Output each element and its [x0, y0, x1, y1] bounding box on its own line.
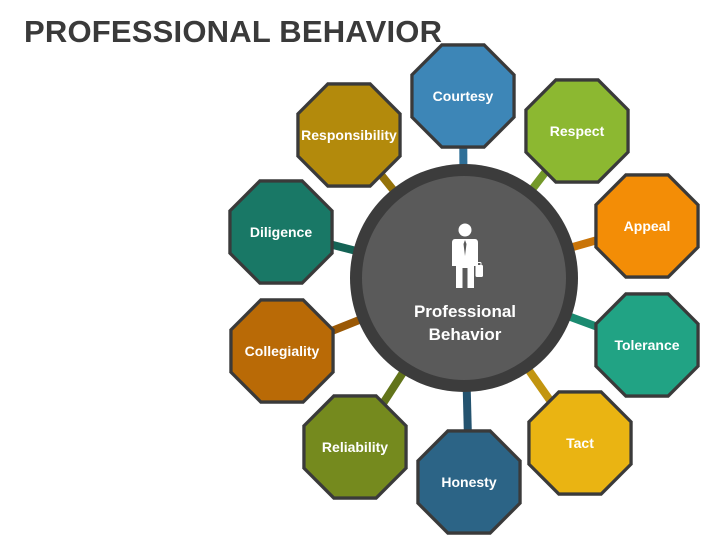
connector-tact — [524, 365, 554, 404]
node-reliability: Reliability — [302, 394, 408, 500]
node-fill — [231, 182, 331, 282]
node-collegiality: Collegiality — [229, 298, 335, 404]
connector-honesty — [462, 387, 472, 432]
hub: Professional Behavior — [350, 164, 578, 392]
connector-collegiality — [327, 315, 364, 336]
node-honesty: Honesty — [416, 429, 522, 535]
hub-label-line1: Professional — [414, 302, 516, 321]
hub-inner-circle — [362, 176, 566, 380]
node-fill — [597, 176, 697, 276]
slide-title: PROFESSIONAL BEHAVIOR — [24, 14, 443, 49]
node-fill — [530, 393, 630, 493]
node-responsibility: Responsibility — [296, 82, 402, 188]
node-respect: Respect — [524, 78, 630, 184]
connector-diligence — [329, 240, 359, 256]
node-tact: Tact — [527, 390, 633, 496]
node-label: Reliability — [322, 439, 388, 455]
node-label: Respect — [550, 123, 605, 139]
node-fill — [305, 397, 405, 497]
node-fill — [527, 81, 627, 181]
node-label: Courtesy — [433, 88, 494, 104]
node-label: Collegiality — [245, 343, 320, 359]
node-tolerance: Tolerance — [594, 292, 700, 398]
node-label: Tolerance — [614, 337, 679, 353]
node-courtesy: Courtesy — [410, 43, 516, 149]
nodes: CourtesyRespectAppealToleranceTactHonest… — [228, 43, 700, 535]
connector-respect — [527, 168, 550, 194]
node-fill — [232, 301, 332, 401]
node-label: Appeal — [624, 218, 671, 234]
node-label: Honesty — [441, 474, 496, 490]
node-fill — [597, 295, 697, 395]
connector-appeal — [568, 236, 599, 252]
node-fill — [419, 432, 519, 532]
businessman-icon — [452, 223, 483, 288]
node-appeal: Appeal — [594, 173, 700, 279]
connectors — [327, 146, 601, 432]
hub-label-line2: Behavior — [429, 325, 502, 344]
node-label: Diligence — [250, 224, 312, 240]
connector-tolerance — [565, 312, 601, 332]
node-label: Responsibility — [301, 127, 397, 143]
node-diligence: Diligence — [228, 179, 334, 285]
node-fill — [299, 85, 399, 185]
node-label: Tact — [566, 435, 594, 451]
connector-reliability — [379, 368, 408, 407]
node-fill — [413, 46, 513, 146]
